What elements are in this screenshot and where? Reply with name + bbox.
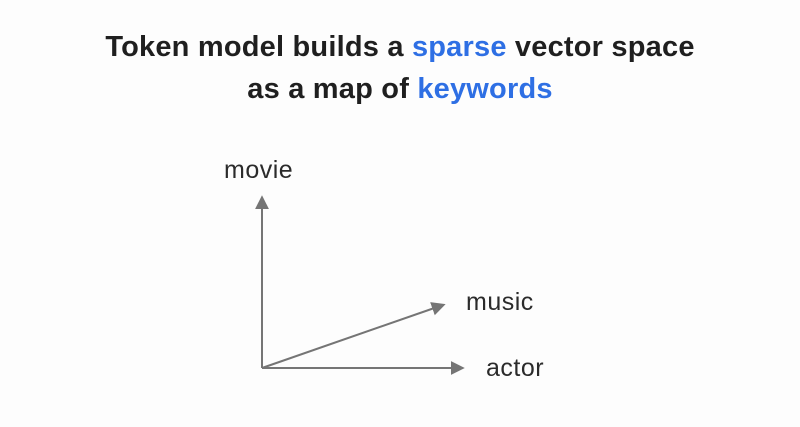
title-highlight-keywords: keywords	[417, 73, 553, 105]
axis-label-actor: actor	[486, 354, 545, 382]
title-line2-pre: as a map of	[247, 73, 418, 105]
title-line1-post: vector space	[506, 31, 695, 63]
title-highlight-sparse: sparse	[411, 31, 507, 63]
axis-label-movie: movie	[224, 156, 294, 184]
title-line1-pre: Token model builds a	[105, 31, 412, 63]
page-title: Token model builds a sparse vector space…	[0, 26, 800, 110]
axis-label-music: music	[466, 288, 534, 316]
music-vector-arrow	[261, 302, 446, 369]
